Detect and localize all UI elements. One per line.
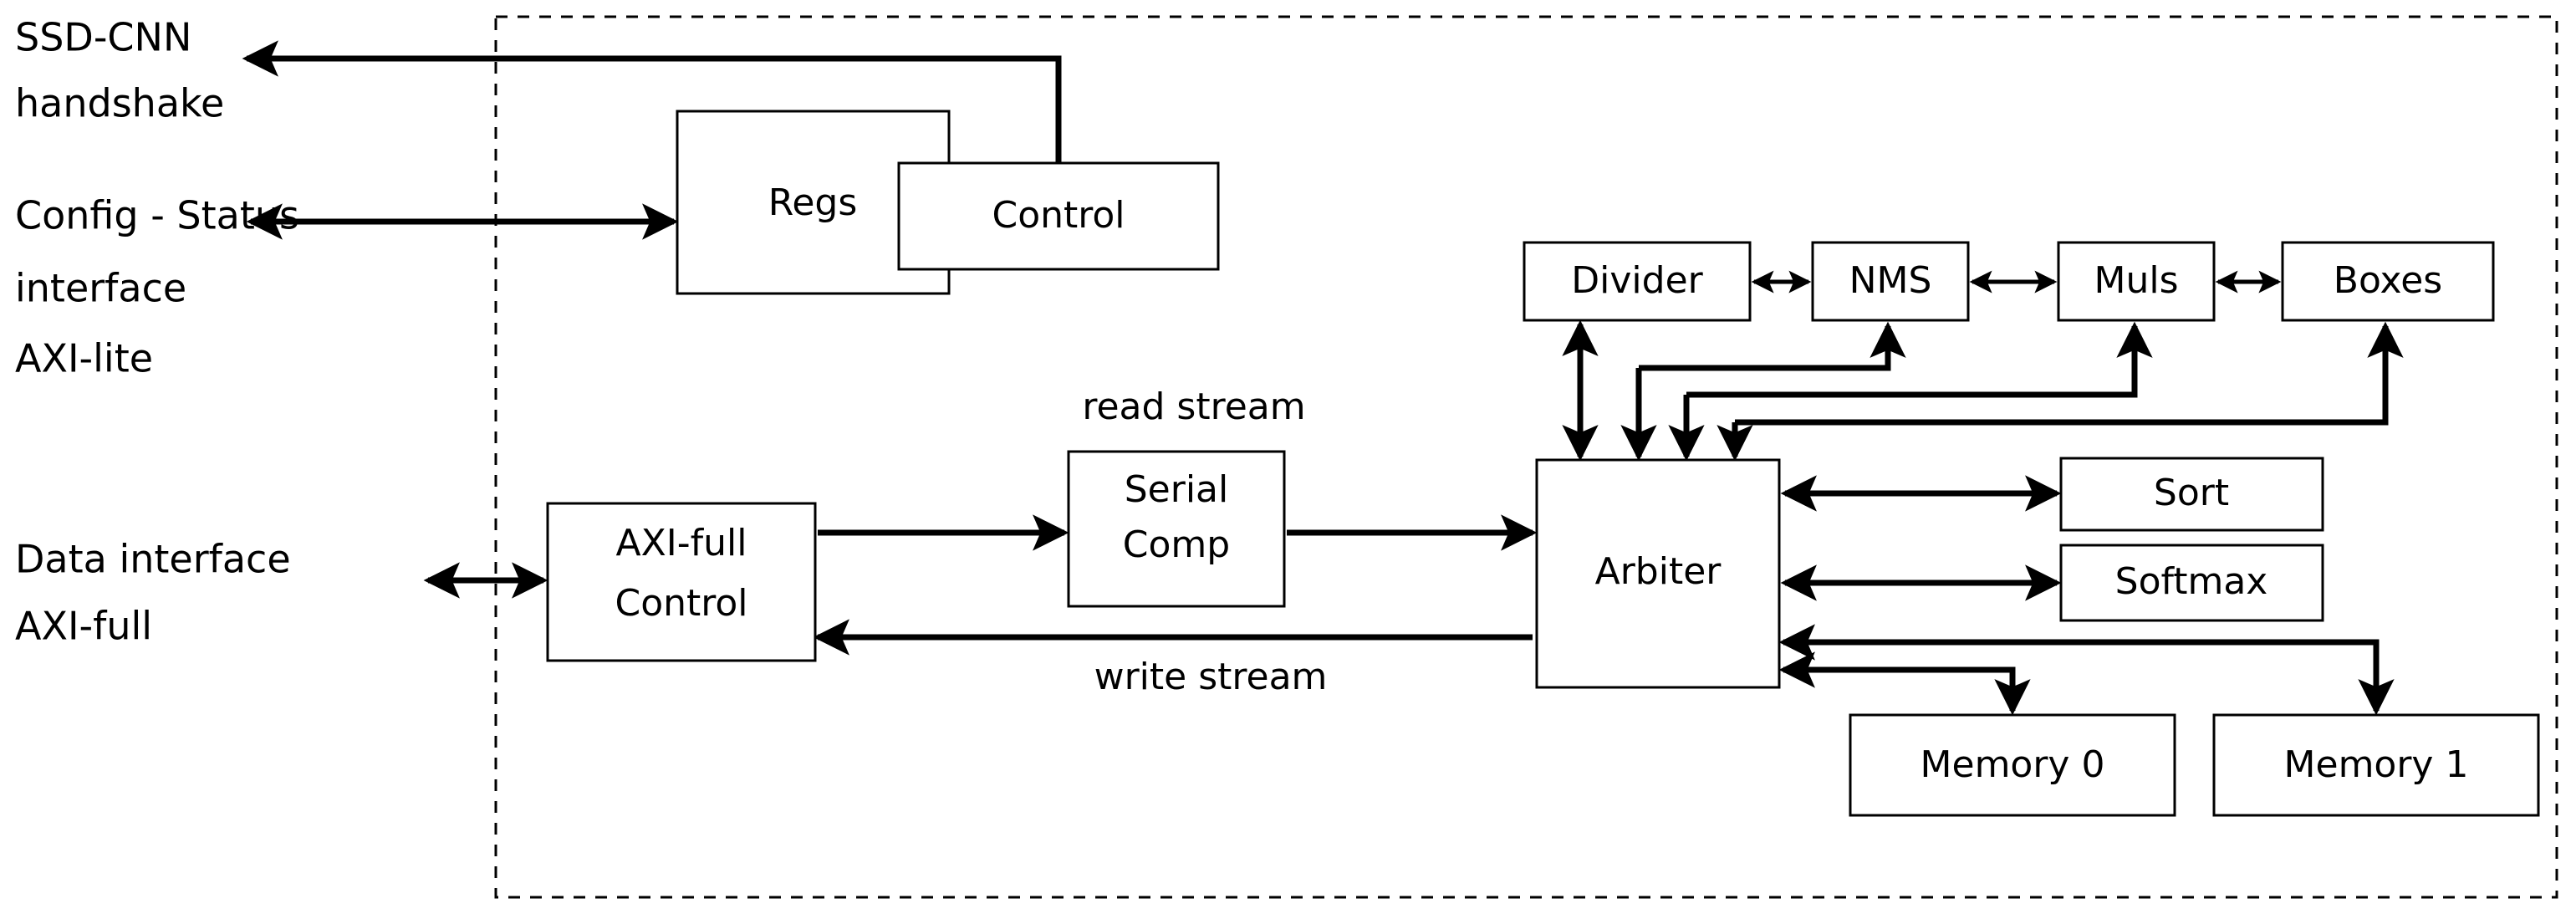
block-softmax[interactable]: Softmax: [2059, 544, 2324, 622]
iface-data-interface-line2: AXI-full: [15, 604, 152, 649]
block-serial-comp[interactable]: Serial Comp: [1067, 450, 1286, 608]
wire-arbiter-to-memory-0: [1783, 666, 2031, 716]
block-sort[interactable]: Sort: [2059, 457, 2324, 532]
block-label-serial-comp-line1: Serial: [1125, 468, 1229, 511]
block-axi-full-control[interactable]: AXI-full Control: [546, 502, 817, 662]
wire-arbiter-to-memory-1: [1783, 639, 2395, 716]
block-label-serial-comp-line2: Comp: [1123, 523, 1230, 566]
block-label-axi-full-control-line2: Control: [615, 582, 747, 625]
edge-label-write-stream: write stream: [1094, 656, 1328, 698]
block-label-sort: Sort: [2154, 472, 2229, 514]
block-label-memory-1: Memory 1: [2284, 743, 2469, 786]
block-label-boxes: Boxes: [2334, 259, 2442, 302]
block-boxes[interactable]: Boxes: [2281, 241, 2495, 322]
edge-label-read-stream: read stream: [1082, 385, 1305, 428]
iface-ssd-cnn-line2: handshake: [15, 81, 224, 126]
block-muls[interactable]: Muls: [2057, 241, 2216, 322]
wire-arbiter-to-nms: [1639, 321, 1906, 371]
iface-config-status-line1: Config - Status: [15, 193, 299, 238]
wire-arbiter-to-muls: [1686, 321, 2153, 398]
block-label-arbiter: Arbiter: [1595, 550, 1722, 593]
accelerator-boundary: [494, 15, 2558, 899]
block-nms[interactable]: NMS: [1811, 241, 1970, 322]
iface-config-status-line2: interface: [15, 266, 186, 311]
interface-label-config-status: Config - Status interface AXI-lite: [15, 193, 299, 381]
wire-arbiter-to-boxes: [1735, 321, 2404, 426]
block-label-memory-0: Memory 0: [1921, 743, 2105, 786]
iface-ssd-cnn-line1: SSD-CNN: [15, 15, 191, 60]
block-control[interactable]: Control: [897, 161, 1220, 271]
block-divider[interactable]: Divider: [1523, 241, 1752, 322]
block-arbiter[interactable]: Arbiter: [1535, 458, 1781, 689]
block-label-regs: Regs: [768, 181, 858, 224]
block-label-nms: NMS: [1849, 259, 1932, 302]
block-label-control: Control: [992, 194, 1125, 237]
block-label-muls: Muls: [2094, 259, 2179, 302]
block-label-divider: Divider: [1571, 259, 1703, 302]
block-label-axi-full-control-line1: AXI-full: [616, 522, 747, 564]
block-label-softmax: Softmax: [2115, 560, 2268, 603]
iface-data-interface-line1: Data interface: [15, 537, 291, 582]
interface-label-ssd-cnn-handshake: SSD-CNN handshake: [15, 15, 224, 126]
block-memory-0[interactable]: Memory 0: [1849, 713, 2176, 817]
wire-control-to-handshake: [242, 40, 1062, 163]
interface-label-data-interface: Data interface AXI-full: [15, 537, 291, 649]
iface-config-status-line3: AXI-lite: [15, 336, 153, 381]
block-memory-1[interactable]: Memory 1: [2212, 713, 2540, 817]
